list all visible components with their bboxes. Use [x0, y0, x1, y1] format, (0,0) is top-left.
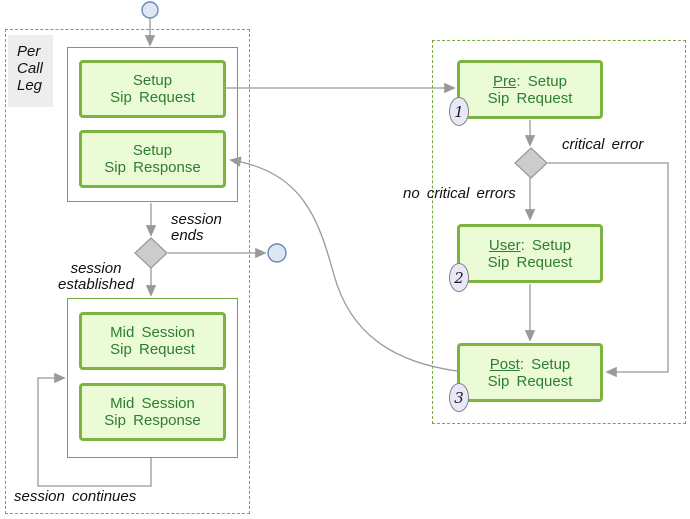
label-line: session	[70, 260, 122, 277]
node-line2: Sip Request	[487, 253, 573, 271]
node-line2: Sip Response	[104, 159, 201, 176]
label-no-critical-errors: no critical errors	[403, 185, 516, 202]
node-pre-setup-sip-request: Pre: Setup Sip Request	[457, 60, 603, 119]
node-post-setup-sip-request: Post: Setup Sip Request	[457, 343, 603, 402]
node-line2: Sip Request	[110, 89, 195, 106]
per-call-leg-line3: Leg	[17, 77, 43, 94]
label-line: ends	[171, 227, 204, 244]
per-call-leg-label: Per Call Leg	[8, 35, 53, 107]
node-line2: Sip Request	[487, 372, 573, 390]
node-line1: Setup	[132, 142, 173, 159]
node-rest: : Setup	[516, 72, 567, 90]
node-prefix: User	[488, 236, 521, 254]
node-setup-sip-request: Setup Sip Request	[79, 60, 226, 118]
node-user-setup-sip-request: User: Setup Sip Request	[457, 224, 603, 283]
label-session-established: session established	[46, 261, 146, 293]
node-line2: Sip Request	[110, 341, 195, 358]
node-line1: Setup	[132, 72, 173, 89]
per-call-leg-line1: Per	[17, 43, 41, 60]
node-line1: Mid Session	[110, 395, 195, 412]
start-node	[141, 1, 159, 19]
end-node	[267, 243, 287, 263]
node-prefix: Post	[489, 355, 520, 373]
per-call-leg-line2: Call	[17, 60, 43, 77]
node-rest: : Setup	[520, 236, 572, 254]
badge-2: 2	[449, 263, 469, 292]
node-prefix: Pre	[493, 72, 517, 90]
node-setup-sip-response: Setup Sip Response	[79, 130, 226, 188]
badge-3: 3	[449, 383, 469, 412]
node-mid-session-sip-response: Mid Session Sip Response	[79, 383, 226, 441]
node-line1: Post: Setup	[490, 356, 571, 373]
label-session-continues: session continues	[14, 488, 137, 505]
label-session-ends: session ends	[171, 212, 222, 244]
node-line1: Mid Session	[110, 324, 195, 341]
label-line: established	[58, 276, 134, 293]
node-mid-session-sip-request: Mid Session Sip Request	[79, 312, 226, 370]
badge-1: 1	[449, 97, 469, 126]
node-line2: Sip Request	[487, 89, 573, 107]
label-critical-error: critical error	[562, 136, 644, 153]
node-line1: User: Setup	[489, 237, 571, 254]
label-line: session	[171, 211, 222, 228]
node-rest: : Setup	[519, 355, 571, 373]
node-line1: Pre: Setup	[493, 73, 567, 90]
node-line2: Sip Response	[104, 412, 201, 429]
